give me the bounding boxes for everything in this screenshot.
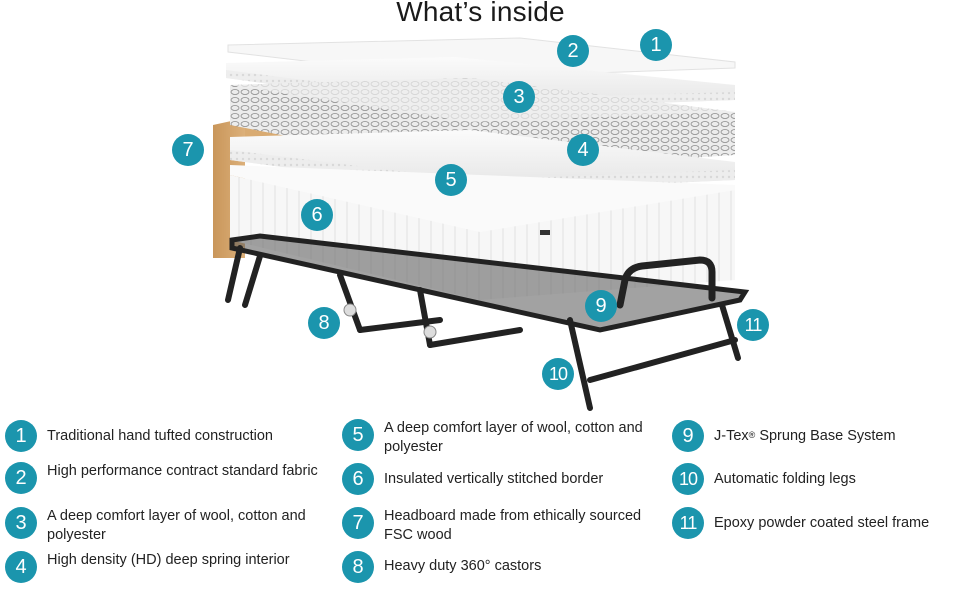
legend-item-3: 3 A deep comfort layer of wool, cotton a… (5, 507, 327, 545)
legend-badge: 4 (5, 551, 37, 583)
legend-text: Epoxy powder coated steel frame (714, 515, 930, 531)
legend-item-7: 7 Headboard made from ethically sourced … (342, 507, 664, 545)
legend-text-pre: J-Tex (714, 428, 749, 444)
registered-mark: ® (748, 430, 756, 440)
page-title: What’s inside (396, 0, 565, 27)
legend-item-1: 1 Traditional hand tufted construction (5, 420, 327, 452)
legend-badge: 7 (342, 507, 374, 539)
legend-item-10: 10 Automatic folding legs (672, 463, 961, 495)
legend-badge: 5 (342, 419, 374, 451)
legend-badge: 1 (5, 420, 37, 452)
callout-badge-9: 9 (585, 290, 617, 322)
legend-badge: 3 (5, 507, 37, 539)
legend-item-11: 11 Epoxy powder coated steel frame (672, 507, 961, 539)
legend-text: Headboard made from ethically sourced FS… (384, 508, 642, 543)
legend-text: Insulated vertically stitched border (384, 471, 604, 487)
legend-text: Traditional hand tufted construction (47, 428, 273, 444)
callout-badge-3: 3 (503, 81, 535, 113)
callout-badge-1: 1 (640, 29, 672, 61)
callout-badge-6: 6 (301, 199, 333, 231)
legend-badge: 2 (5, 462, 37, 494)
legend-text: A deep comfort layer of wool, cotton and… (47, 508, 306, 543)
legend-text: A deep comfort layer of wool, cotton and… (384, 420, 643, 455)
legend-badge: 6 (342, 463, 374, 495)
legend-text: J-Tex® Sprung Base System (714, 427, 961, 446)
metal-frame (225, 233, 750, 411)
callout-badge-2: 2 (557, 35, 589, 67)
legend-item-2: 2 High performance contract standard fab… (5, 462, 327, 494)
legend-text: Heavy duty 360° castors (384, 558, 542, 574)
castors (343, 303, 437, 339)
callout-badge-8: 8 (308, 307, 340, 339)
legend-badge: 9 (672, 420, 704, 452)
legend-item-6: 6 Insulated vertically stitched border (342, 463, 664, 495)
legend-text: High density (HD) deep spring interior (47, 552, 290, 568)
callout-badge-7: 7 (172, 134, 204, 166)
legend-item-5: 5 A deep comfort layer of wool, cotton a… (342, 419, 664, 457)
legend-item-8: 8 Heavy duty 360° castors (342, 551, 664, 583)
callout-badge-5: 5 (435, 164, 467, 196)
callout-badge-4: 4 (567, 134, 599, 166)
legend-text-post: Sprung Base System (755, 428, 896, 444)
legend-text: Automatic folding legs (714, 471, 856, 487)
legend-badge: 11 (672, 507, 704, 539)
legend-badge: 10 (672, 463, 704, 495)
callout-badge-10: 10 (542, 358, 574, 390)
legend-badge: 8 (342, 551, 374, 583)
bed-exploded-illustration (213, 37, 750, 411)
legend-item-4: 4 High density (HD) deep spring interior (5, 551, 327, 583)
legend-item-9: 9 J-Tex® Sprung Base System (672, 420, 961, 452)
legend-text: High performance contract standard fabri… (47, 463, 318, 479)
callout-badge-11: 11 (737, 309, 769, 341)
layer-top-fabric (227, 37, 736, 79)
